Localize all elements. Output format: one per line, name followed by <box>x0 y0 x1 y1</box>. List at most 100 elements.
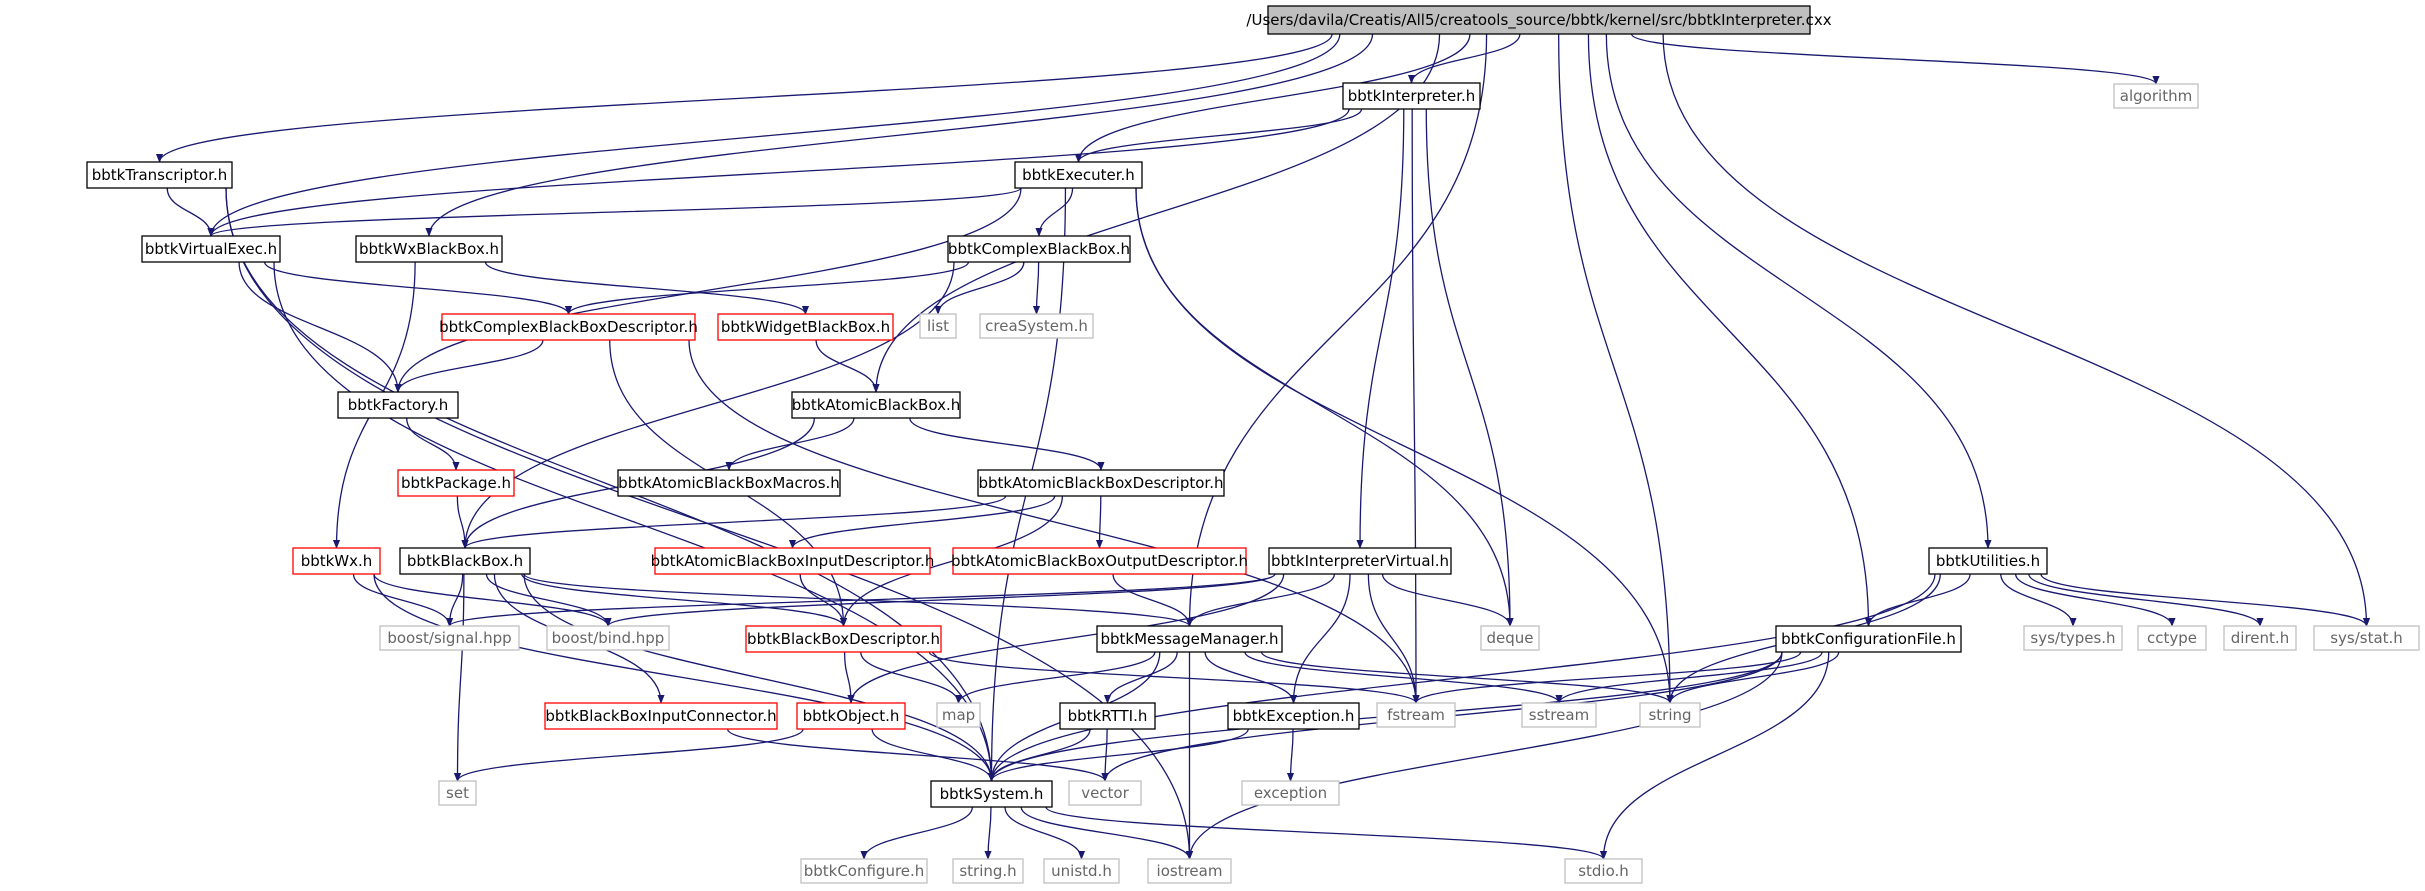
node-bbtkatomicblackboxdescriptor-h: bbtkAtomicBlackBoxDescriptor.h <box>977 469 1225 497</box>
edge-path <box>1555 651 1823 704</box>
edge-path <box>352 573 454 627</box>
edge-root-to-sysstat <box>1662 33 2371 627</box>
edge-msgmanager-to-exception <box>1204 651 1298 704</box>
edge-path <box>1356 108 1405 549</box>
node-box <box>399 547 531 575</box>
node-exception: exception <box>1241 780 1340 806</box>
node-label: boost/signal.hpp <box>387 629 511 647</box>
node-label: bbtkMessageManager.h <box>1100 630 1278 648</box>
node-box <box>979 313 1094 339</box>
edge-complexbbdesc-to-fstream <box>688 339 1420 704</box>
node-deque: deque <box>1480 625 1540 651</box>
edge-path <box>207 108 1350 237</box>
edge-wxblackbox-to-widgetbb <box>484 261 810 315</box>
edge-configfile-to-iostream <box>1185 651 1783 860</box>
node-label: bbtkWxBlackBox.h <box>359 240 499 258</box>
node-label: creaSystem.h <box>985 317 1088 335</box>
edge-path <box>394 339 544 393</box>
node-label: set <box>446 784 469 802</box>
node-box <box>1147 858 1232 884</box>
edge-path <box>928 651 1420 704</box>
edge-path <box>453 573 465 782</box>
node-bbtkexception-h: bbtkException.h <box>1227 702 1360 730</box>
node-boost-signal-hpp: boost/signal.hpp <box>379 625 520 651</box>
node-box <box>337 391 459 419</box>
node-bbtkwidgetblackbox-h: bbtkWidgetBlackBox.h <box>717 313 894 341</box>
edge-path <box>461 495 1007 549</box>
edge-path <box>1074 33 1471 163</box>
edge-path <box>1407 33 1521 84</box>
edge-rtti-to-system <box>987 728 1091 782</box>
node-label: bbtkInterpreterVirtual.h <box>1271 552 1449 570</box>
edge-path <box>156 33 1333 163</box>
edge-path <box>860 806 974 860</box>
node-label: bbtkFactory.h <box>348 396 449 414</box>
edge-complexbb-to-complexbbdesc <box>565 261 970 315</box>
node-box <box>1227 702 1360 730</box>
edge-path <box>1244 651 1563 704</box>
edge-atomicdesc-to-atomicinputdesc <box>788 495 1056 549</box>
node-label: fstream <box>1387 706 1445 724</box>
node-label: cctype <box>2147 629 2197 647</box>
node-box <box>791 391 961 419</box>
node-label: iostream <box>1157 862 1223 880</box>
node-box <box>654 547 931 575</box>
edge-exception-to-system <box>987 728 1249 782</box>
node-string: string <box>1639 702 1701 728</box>
node-bbtkutilities-h: bbtkUtilities.h <box>1928 547 2048 575</box>
node-label: bbtkPackage.h <box>401 474 511 492</box>
node-box <box>141 235 281 263</box>
edge-path <box>207 33 1341 237</box>
edge-interpvirtual-to-object <box>847 573 1285 704</box>
node-box <box>1928 547 2048 575</box>
edge-wx-to-bind <box>373 573 612 627</box>
edge-factory-to-package <box>406 417 460 471</box>
edge-interpvirtual-to-signal <box>446 573 1276 627</box>
node-box <box>1480 625 1540 651</box>
node-box <box>1241 780 1340 806</box>
edge-path <box>1112 573 1194 627</box>
node-bbtkconfigure-h: bbtkConfigure.h <box>800 858 928 884</box>
edge-root-to-algorithm <box>1630 33 2160 85</box>
edge-system-to-configure <box>860 806 974 860</box>
node-box <box>936 702 981 728</box>
edge-path <box>726 728 1109 782</box>
edge-path <box>406 417 460 471</box>
edge-transcriptor-to-virtualexec <box>166 187 215 237</box>
node-iostream: iostream <box>1147 858 1232 884</box>
node-bbtkwx-h: bbtkWx.h <box>292 547 381 575</box>
edge-bbdesc-to-object <box>843 651 855 704</box>
edge-path <box>373 573 612 627</box>
node-label: bbtkWidgetBlackBox.h <box>721 318 890 336</box>
node-label: dirent.h <box>2231 629 2289 647</box>
edge-interpreter-to-executer <box>1074 108 1363 163</box>
edge-object-to-set <box>454 728 804 782</box>
edge-path <box>984 806 992 860</box>
edge-path <box>847 573 1285 704</box>
edge-path <box>688 339 1420 704</box>
edge-atomicdesc-to-blackbox <box>461 495 1007 549</box>
edge-system-to-iostream <box>1020 806 1194 860</box>
node-list: list <box>919 313 957 339</box>
edge-path <box>799 573 848 627</box>
edge-atomicbb-to-atomicdesc <box>909 417 1105 471</box>
edge-path <box>1286 728 1295 782</box>
node-label: bbtkAtomicBlackBoxOutputDescriptor.h <box>951 552 1248 570</box>
node-label: bbtkSystem.h <box>940 785 1044 803</box>
edge-executer-to-string <box>1135 187 1674 704</box>
edge-interpreter-to-fstream <box>1411 108 1420 704</box>
edge-root-to-msgmanager <box>1185 33 1488 627</box>
edge-path <box>485 573 612 627</box>
edge-blackbox-to-signal <box>445 573 464 627</box>
edge-virtualexec-to-system <box>273 261 996 782</box>
node-bbtktranscriptor-h: bbtkTranscriptor.h <box>86 161 233 189</box>
node-box <box>544 702 778 730</box>
node-label: vector <box>1081 784 1129 802</box>
edge-path <box>1587 33 1873 627</box>
edge-executer-to-factory <box>394 187 1022 393</box>
node-set: set <box>438 780 477 806</box>
edge-blackbox-to-bind <box>485 573 612 627</box>
edge-path <box>1630 33 2160 85</box>
edge-path <box>454 728 804 782</box>
